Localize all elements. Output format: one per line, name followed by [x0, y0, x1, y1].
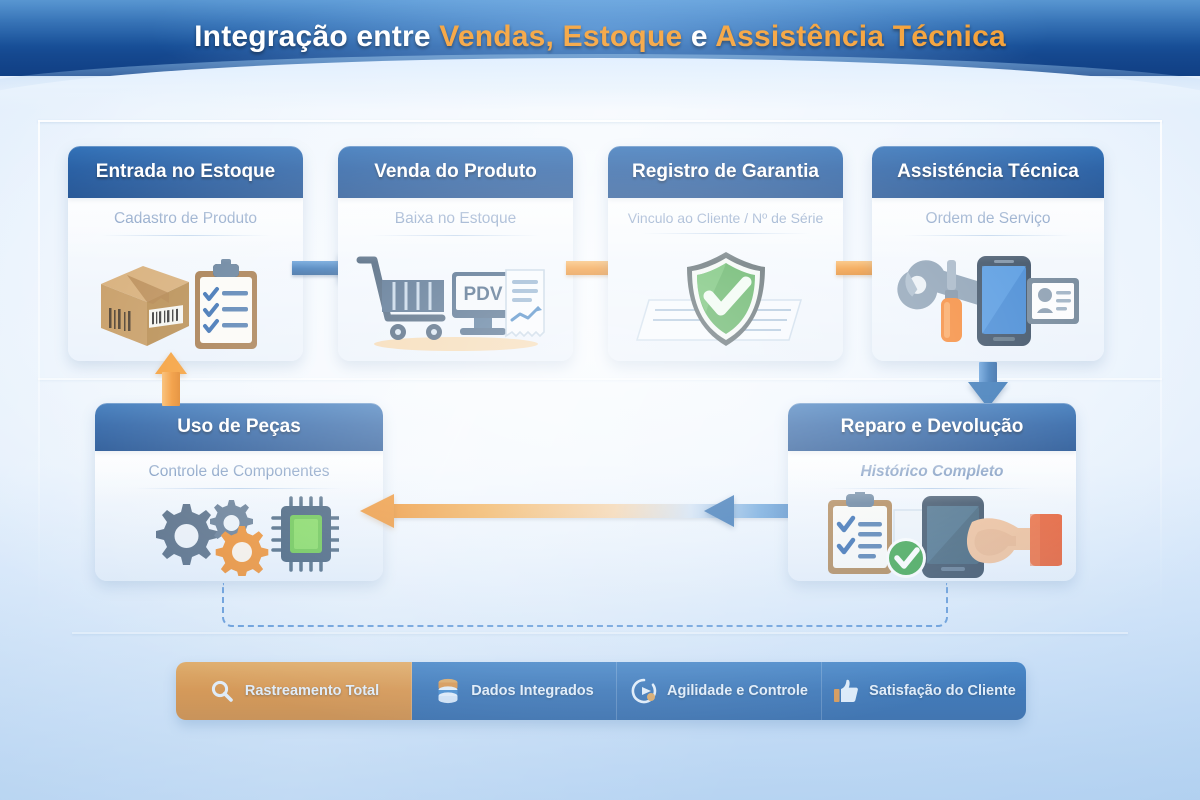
pdv-label: PDV [463, 284, 502, 305]
venda-icon-group: PDV [356, 256, 545, 351]
title-part-4: Assistência Técnica [715, 20, 1006, 53]
card-registro-de-garantia[interactable]: Registro de Garantia Vinculo ao Cliente … [608, 146, 843, 361]
card-assistencia-subtitle: Ordem de Serviço [925, 210, 1051, 227]
clipboard-checklist-icon [828, 492, 892, 574]
card-venda-do-produto[interactable]: Venda do Produto Baixa no Estoque [338, 146, 573, 361]
benefit-dados-integrados[interactable]: Dados Integrados [412, 662, 617, 720]
card-reparo-icons [788, 489, 1076, 581]
arrow-head-orange [360, 494, 394, 528]
search-icon [208, 677, 236, 705]
entrada-icon-group [100, 259, 257, 349]
card-entrada-subtitle: Cadastro de Produto [113, 210, 258, 227]
card-reparo-e-devolucao[interactable]: Reparo e Devolução Histórico Completo [788, 403, 1076, 581]
card-pecas-icons [95, 489, 383, 581]
card-venda-body: Baixa no Estoque [338, 198, 573, 361]
card-reparo-body: Histórico Completo [788, 451, 1076, 581]
card-venda-title: Venda do Produto [374, 161, 537, 182]
card-venda-subtitle: Baixa no Estoque [394, 210, 517, 227]
card-uso-de-pecas[interactable]: Uso de Peças Controle de Componentes [95, 403, 383, 581]
card-garantia-title: Registro de Garantia [632, 161, 819, 182]
garantia-icon-group [635, 251, 802, 346]
card-assistencia-icons [872, 236, 1104, 361]
card-assistencia-body: Ordem de Serviço [872, 198, 1104, 361]
card-pecas-header: Uso de Peças [95, 403, 383, 451]
arrow-head [155, 352, 187, 374]
arrow-head-blue [704, 495, 734, 527]
benefits-bar: Rastreamento Total Dados Integrados [176, 662, 1026, 720]
panel-right-edge [1160, 120, 1162, 620]
arrow-shaft [566, 261, 614, 275]
benefit-label: Rastreamento Total [244, 683, 380, 699]
card-assistencia-header: Assisténcia Técnica [872, 146, 1104, 198]
card-venda-icons: PDV [338, 236, 573, 361]
arrow-shaft [390, 504, 820, 518]
microchip-icon [271, 496, 339, 572]
card-garantia-body: Vinculo ao Cliente / Nº de Série [608, 198, 843, 361]
card-assistencia-tecnica[interactable]: Assisténcia Técnica Ordem de Serviço [872, 146, 1104, 361]
assistencia-icon-group [897, 256, 1079, 346]
benefit-label: Satisfação do Cliente [869, 683, 1016, 699]
panel-top-rule [38, 120, 1162, 122]
id-card-icon [1027, 278, 1079, 324]
benefit-label: Dados Integrados [471, 683, 594, 699]
title-part-3: e [682, 20, 716, 53]
card-entrada-icons [68, 236, 303, 361]
arrow-reparo-to-pecas [360, 494, 820, 528]
card-entrada-body: Cadastro de Produto [68, 198, 303, 361]
speed-gauge-icon [630, 677, 658, 705]
receipt-icon [504, 269, 545, 338]
panel-left-edge [38, 120, 40, 620]
card-reparo-subtitle: Histórico Completo [860, 463, 1004, 480]
benefit-rastreamento-total[interactable]: Rastreamento Total [176, 662, 412, 720]
card-reparo-title: Reparo e Devolução [840, 416, 1024, 437]
panel-bottom-rule [72, 632, 1128, 634]
gear-icon [156, 504, 217, 565]
cardboard-box-icon [100, 266, 189, 346]
arrow-shaft [162, 372, 180, 406]
title-part-2: Vendas, Estoque [439, 20, 683, 53]
shopping-cart-icon [356, 256, 445, 340]
arrow-pecas-to-entrada [155, 352, 187, 406]
card-entrada-title: Entrada no Estoque [95, 161, 276, 182]
orange-gear-icon [215, 526, 269, 576]
card-venda-header: Venda do Produto [338, 146, 573, 198]
clipboard-checklist-icon [194, 259, 257, 349]
hand-icon [966, 514, 1062, 566]
card-garantia-icons [608, 234, 843, 361]
benefit-agilidade-e-controle[interactable]: Agilidade e Controle [617, 662, 822, 720]
card-entrada-header: Entrada no Estoque [68, 146, 303, 198]
card-garantia-subtitle: Vinculo ao Cliente / Nº de Série [627, 210, 824, 226]
card-pecas-subtitle: Controle de Componentes [148, 463, 330, 480]
database-icon [434, 677, 462, 705]
title-part-1: Integração entre [194, 20, 440, 53]
pdv-monitor-icon: PDV [451, 272, 514, 335]
green-check-badge-icon [886, 538, 926, 578]
benefit-satisfacao-do-cliente[interactable]: Satisfação do Cliente [822, 662, 1026, 720]
thumbs-up-icon [832, 677, 860, 705]
arrow-shaft [292, 261, 340, 275]
card-reparo-header: Reparo e Devolução [788, 403, 1076, 451]
dashed-feedback-loop [222, 583, 948, 627]
smartphone-icon [977, 256, 1031, 346]
arrow-assistencia-to-reparo [968, 362, 1008, 408]
card-pecas-title: Uso de Peças [177, 416, 301, 437]
card-entrada-no-estoque[interactable]: Entrada no Estoque Cadastro de Produto [68, 146, 303, 361]
reparo-icon-group [828, 492, 1062, 578]
card-garantia-header: Registro de Garantia [608, 146, 843, 198]
benefit-label: Agilidade e Controle [667, 683, 808, 699]
card-pecas-body: Controle de Componentes [95, 451, 383, 581]
card-assistencia-title: Assisténcia Técnica [897, 161, 1079, 182]
page-title: Integração entre Vendas, Estoque e Assis… [0, 20, 1200, 53]
pecas-icon-group [156, 496, 339, 576]
